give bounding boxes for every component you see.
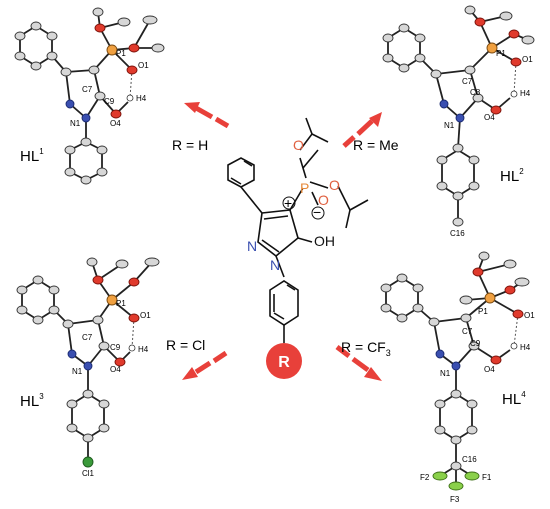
hl2-atom-o1: O1 xyxy=(522,55,533,64)
hl4-atom-f2: F2 xyxy=(420,473,430,482)
substituent-label-hl4: R = CF3 xyxy=(341,339,391,358)
hl4-atom-n1: N1 xyxy=(440,369,451,378)
substituent-label-hl2: R = Me xyxy=(353,137,399,153)
central-molecule: P + − O O O OH N N R xyxy=(227,117,369,379)
hl1-atom-o4: O4 xyxy=(110,119,121,128)
hl2-atom-c16: C16 xyxy=(450,229,465,238)
hl1-atom-h4: H4 xyxy=(136,94,147,103)
plus-charge-icon xyxy=(282,196,296,210)
hl4-atom-o4: O4 xyxy=(484,365,495,374)
hl3-atom-p1: P1 xyxy=(116,299,126,308)
substituent-label-hl1: R = H xyxy=(172,137,208,153)
center-n-label-lower: N xyxy=(270,257,280,273)
hl4-atom-c7: C7 xyxy=(462,327,473,336)
hl2-atom-o4: O4 xyxy=(484,113,495,122)
hl2-atom-c8: C8 xyxy=(470,88,481,97)
hl4-atom-c9: C9 xyxy=(470,339,481,348)
hl3-atom-c7: C7 xyxy=(82,333,93,342)
center-oh-label: OH xyxy=(314,233,335,249)
hl4-title: HL4 xyxy=(502,390,526,408)
hl3-title: HL3 xyxy=(20,392,44,410)
hl1-title: HL1 xyxy=(20,147,44,165)
arrows xyxy=(182,102,382,381)
hl3-atom-cl1: Cl1 xyxy=(82,469,95,478)
hl1-atom-n1: N1 xyxy=(70,119,81,128)
hl2-title: HL2 xyxy=(500,167,524,185)
r-group-label: R xyxy=(278,354,290,371)
crystal-structure-hl3: P1 O1 C7 C9 H4 O4 N1 Cl1 HL3 xyxy=(16,257,160,478)
crystal-structure-hl1: P1 O1 C7 C9 H4 O4 N1 HL1 xyxy=(14,7,165,185)
hl4-atom-h4: H4 xyxy=(520,343,531,352)
arrow-to-hl4 xyxy=(335,345,382,381)
center-o-right: O xyxy=(329,177,340,193)
hl2-atom-p1: P1 xyxy=(496,49,506,58)
hl3-atom-c9: C9 xyxy=(110,343,121,352)
hl4-atom-f3: F3 xyxy=(450,495,460,504)
hl1-atom-p1: P1 xyxy=(116,49,126,58)
hl3-atom-n1: N1 xyxy=(72,367,83,376)
crystal-structure-hl4: P1 O1 C7 C9 H4 O4 N1 C16 F2 F1 F3 HL4 xyxy=(380,251,535,504)
substituent-label-hl3: R = Cl xyxy=(166,337,205,353)
hl1-atom-o1: O1 xyxy=(138,61,149,70)
hl2-atom-n1: N1 xyxy=(444,121,455,130)
hl4-atom-o1: O1 xyxy=(524,311,535,320)
hl4-atom-c16: C16 xyxy=(462,455,477,464)
arrow-to-hl2 xyxy=(342,112,382,148)
hl1-atom-c7: C7 xyxy=(82,85,93,94)
hl4-atom-f1: F1 xyxy=(482,473,492,482)
center-o-lower: O xyxy=(318,192,329,208)
center-o-upper: O xyxy=(293,137,304,153)
r-group-circle xyxy=(266,343,302,379)
arrow-to-hl3 xyxy=(182,350,228,380)
hl3-atom-o4: O4 xyxy=(110,365,121,374)
center-plus: + xyxy=(284,195,292,211)
arrow-to-hl1 xyxy=(184,102,230,129)
center-n-label-upper: N xyxy=(247,238,257,254)
hl1-atom-c9: C9 xyxy=(104,97,115,106)
hl3-atom-o1: O1 xyxy=(140,311,151,320)
minus-charge-icon xyxy=(311,206,325,220)
hl2-atom-c7: C7 xyxy=(462,77,473,86)
hl2-atom-h4: H4 xyxy=(520,89,531,98)
center-minus: − xyxy=(313,204,321,220)
center-p-label: P xyxy=(300,180,309,196)
hl3-atom-h4: H4 xyxy=(138,345,149,354)
crystal-structure-hl2: P1 O1 C7 C8 H4 O4 N1 C16 HL2 xyxy=(382,5,535,238)
hl4-atom-p1: P1 xyxy=(478,307,488,316)
